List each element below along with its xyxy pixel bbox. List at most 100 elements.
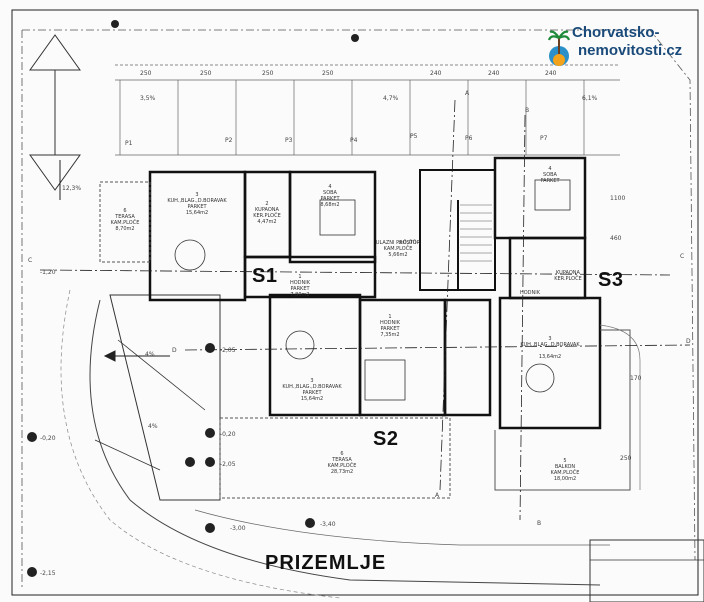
room-label-balkon_s3: 5	[563, 458, 566, 464]
parking-label: P5	[410, 133, 418, 140]
dimension-label: 250	[262, 70, 274, 77]
section-marker: A	[465, 90, 470, 97]
room-label-soba_s3: SOBA	[543, 172, 558, 178]
room-label-balkon_s3: 18,00m2	[554, 476, 576, 482]
parking-label: P6	[465, 135, 473, 142]
room-label-hod_s1: HODNIK	[290, 280, 311, 286]
level-label: ±0,00	[398, 239, 417, 246]
plot-border	[11, 9, 699, 596]
room-label-kup_s3: KER.PLOČE	[554, 275, 582, 282]
room-label-soba_s1: SOBA	[323, 190, 338, 196]
section-marker: D	[686, 338, 691, 345]
room-label-hod_s2: HODNIK	[380, 320, 401, 326]
level-label: -2,05	[220, 461, 236, 468]
dimension-label: 240	[488, 70, 500, 77]
logo: Chorvatsko- nemovitosti.cz	[548, 22, 698, 72]
room-label-kuh_s1: KUH.,BLAG.,D.BORAVAK	[167, 198, 227, 204]
unit-s3-walls	[493, 156, 602, 430]
dimension-label: 1100	[610, 195, 625, 202]
room-label-kuh_s3: 13,64m2	[539, 354, 561, 360]
section-lines	[39, 99, 691, 521]
terrace-s1	[99, 181, 151, 263]
room-label-kuh_s2: 15,64m2	[301, 396, 323, 402]
section-marker: B	[525, 107, 529, 114]
level-label: -0,20	[40, 435, 56, 442]
room-label-kup_s1: KUPAONA	[255, 207, 280, 213]
unit-label-s1: S1	[252, 265, 278, 287]
room-label-kup_s3: KUPAONA	[556, 270, 581, 276]
level-label: -0,20	[220, 431, 236, 438]
unit-label-s3: S3	[598, 269, 624, 291]
parking-grid	[115, 64, 620, 156]
level-label: -3,40	[320, 521, 336, 528]
room-label-hod_s1: 7,80m2	[290, 292, 309, 298]
slope-label: 4%	[145, 351, 155, 358]
room-label-kuh_s3: 3	[548, 336, 551, 342]
room-label-hod_s1: PARKET	[290, 286, 310, 292]
room-label-hod_s2: 7,35m2	[380, 332, 399, 338]
dimension-label: 460	[610, 235, 622, 242]
slope-label: 4,7%	[383, 95, 399, 102]
unit-s1-walls	[148, 170, 377, 302]
room-label-kup_s1: 2	[265, 201, 268, 207]
room-label-kup_s1: KER.PLOČE	[253, 212, 281, 219]
unit-s2-walls	[268, 293, 492, 417]
room-label-terasa_s1: 6	[123, 208, 126, 214]
room-label-balkon_s3: BALKON	[555, 464, 576, 470]
room-label-ulaz: KAM.PLOČE	[384, 245, 413, 252]
title-block	[589, 539, 704, 602]
slope-label: 3,5%	[140, 95, 156, 102]
room-label-soba_s3: 4	[548, 166, 551, 172]
level-label: -1,20	[40, 269, 56, 276]
stair-core	[419, 169, 496, 291]
room-label-terasa_s1: 8,70m2	[115, 226, 134, 232]
level-label: -2,15	[40, 570, 56, 577]
room-label-terasa_s2: 6	[340, 451, 343, 457]
room-label-kuh_s3: KUH.,BLAG.,D.BORAVAK	[520, 342, 580, 348]
room-label-soba_s1: 8,68m2	[320, 202, 339, 208]
room-label-kuh_s2: 3	[310, 378, 313, 384]
room-label-terasa_s2: TERASA	[331, 457, 352, 463]
room-label-kuh_s1: 15,64m2	[186, 210, 208, 216]
room-label-ulaz: ULAZNI PROSTOR	[376, 240, 421, 246]
room-label-terasa_s1: TERASA	[114, 214, 135, 220]
terrace-s2	[219, 417, 451, 499]
room-label-kup_s1: 4,47m2	[257, 219, 276, 225]
room-label-kuh_s2: KUH.,BLAG.,D.BORAVAK	[282, 384, 342, 390]
slope-label: 12,3%	[62, 185, 81, 192]
room-label-soba_s1: 4	[328, 184, 331, 190]
road-curve	[89, 299, 601, 586]
dimension-label: 250	[322, 70, 334, 77]
dimension-label: 250	[200, 70, 212, 77]
parking-label: P4	[350, 137, 358, 144]
room-label-soba_s1: PARKET	[320, 196, 340, 202]
palm-logo-icon	[548, 30, 570, 66]
parking-label: P1	[125, 140, 133, 147]
dimension-label: 240	[430, 70, 442, 77]
dimension-label: 240	[545, 70, 557, 77]
stairs	[460, 204, 492, 262]
parking-label: P2	[225, 137, 233, 144]
dimension-label: 250	[620, 455, 632, 462]
level-label: -2,05	[220, 347, 236, 354]
room-label-terasa_s2: 28,73m2	[331, 469, 353, 475]
arrow-up-left	[29, 34, 81, 71]
section-marker: C	[680, 253, 684, 260]
room-label-terasa_s1: KAM.PLOČE	[111, 219, 140, 226]
level-markers	[27, 20, 359, 577]
dimension-label: 170	[630, 375, 642, 382]
room-label-hod_s1: 1	[298, 274, 301, 280]
ramp	[109, 294, 221, 501]
room-label-hod_s3: HODNIK	[520, 290, 541, 296]
furniture	[174, 179, 571, 401]
dimension-label: 250	[140, 70, 152, 77]
logo-text-line2: nemovitosti.cz	[578, 42, 683, 59]
room-label-soba_s3: PARKET	[540, 178, 560, 184]
slope-label: 4%	[148, 423, 158, 430]
slope-arrows	[59, 160, 170, 362]
room-label-kuh_s2: PARKET	[302, 390, 322, 396]
section-marker: B	[537, 520, 541, 527]
logo-text-line1: Chorvatsko-	[572, 24, 660, 41]
slope-label: 6,1%	[582, 95, 598, 102]
